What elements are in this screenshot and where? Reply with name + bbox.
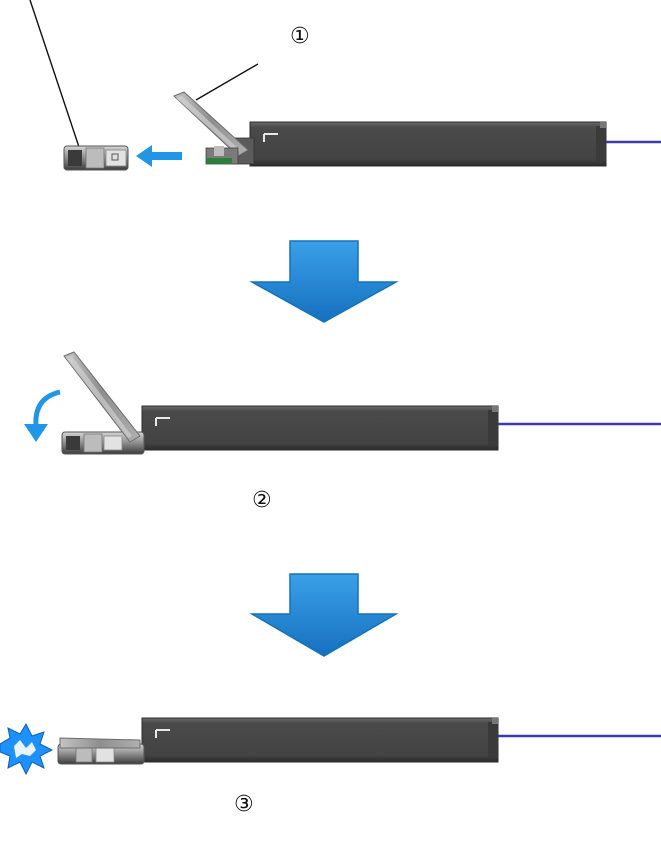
transceiver-module-3 <box>141 717 499 763</box>
pull-lever-closed <box>59 737 141 749</box>
connector-locked <box>57 743 145 765</box>
curved-arrow-icon <box>24 389 61 442</box>
step-3-group <box>0 717 661 776</box>
click-burst-icon <box>0 722 54 776</box>
step-1-group <box>29 0 661 171</box>
pull-lever-raised <box>173 91 249 157</box>
pull-lever-raised <box>63 351 141 443</box>
step-2-label: ② <box>252 488 272 513</box>
left-arrow-icon <box>136 145 182 167</box>
transceiver-module-1 <box>231 121 607 167</box>
detached-connector <box>63 145 129 171</box>
leader-line-lever <box>195 63 259 101</box>
step-2-group <box>24 351 661 455</box>
step-1-label: ① <box>290 24 310 49</box>
down-arrow-icon <box>249 573 399 657</box>
pcb-edge <box>205 146 239 165</box>
down-arrow-icon <box>249 240 399 323</box>
leader-line-connector <box>29 0 81 151</box>
transceiver-module-2 <box>141 405 499 451</box>
step-3-label: ③ <box>234 792 254 817</box>
connector-inserted <box>61 431 145 455</box>
